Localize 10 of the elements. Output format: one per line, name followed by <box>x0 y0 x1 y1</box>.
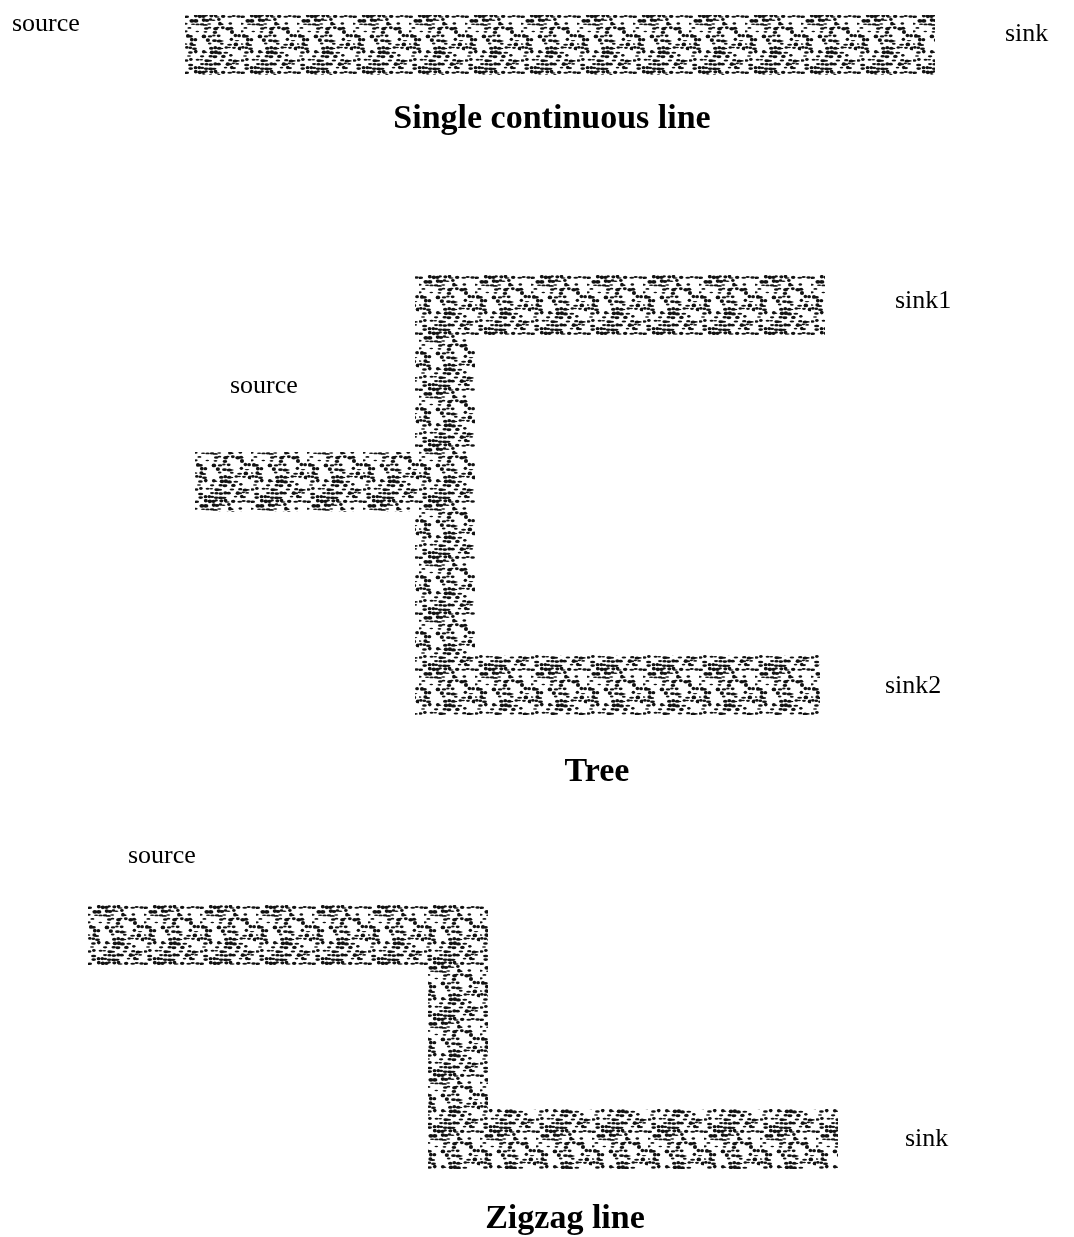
terminal-label: source <box>12 10 80 36</box>
figure-caption: Tree <box>564 753 630 787</box>
terminal-label: source <box>230 372 298 398</box>
terminal-label: sink1 <box>895 287 952 313</box>
terminal-label: sink2 <box>885 672 942 698</box>
terminal-label: sink <box>905 1125 949 1151</box>
figure-caption: Single continuous line <box>393 100 711 134</box>
terminal-label: sink <box>1005 20 1049 46</box>
figure-caption: Zigzag line <box>485 1200 645 1234</box>
terminal-label: source <box>128 842 196 868</box>
